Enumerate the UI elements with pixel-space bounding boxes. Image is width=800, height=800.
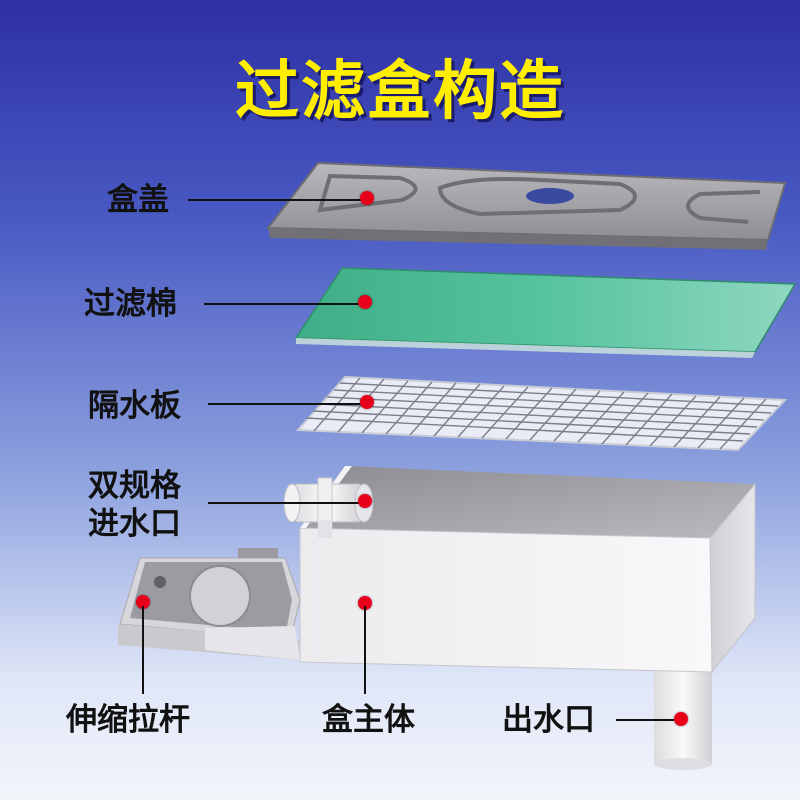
label-filter-cotton: 过滤棉 bbox=[84, 286, 177, 322]
marker-dot-outlet bbox=[674, 712, 688, 726]
leader-line-inlet bbox=[208, 502, 368, 504]
label-inlet-line2: 进水口 bbox=[88, 506, 181, 542]
pull-rod-part bbox=[118, 548, 301, 660]
label-inlet-line1: 双规格 bbox=[88, 468, 181, 504]
label-pull-rod: 伸缩拉杆 bbox=[66, 702, 190, 738]
main-body-part bbox=[299, 466, 756, 674]
marker-dot-inlet bbox=[358, 494, 372, 508]
marker-dot-filter-cotton bbox=[358, 295, 372, 309]
water-plate-part bbox=[295, 375, 788, 452]
marker-dot-main-body bbox=[358, 596, 372, 610]
label-outlet: 出水口 bbox=[502, 702, 595, 738]
diagram-title: 过滤盒构造 bbox=[235, 55, 565, 129]
lid-part bbox=[266, 161, 787, 250]
leader-line-lid bbox=[188, 199, 368, 201]
leader-line-outlet bbox=[616, 719, 674, 721]
marker-dot-water-plate bbox=[360, 395, 374, 409]
label-water-plate: 隔水板 bbox=[88, 388, 181, 424]
marker-dot-pull-rod bbox=[136, 595, 150, 609]
marker-dot-lid bbox=[360, 191, 374, 205]
leader-line-pull-rod bbox=[142, 606, 144, 694]
leader-line-filter-cotton bbox=[204, 303, 366, 305]
label-main-body: 盒主体 bbox=[322, 702, 415, 738]
leader-line-main-body bbox=[364, 606, 366, 694]
filter-cotton-part bbox=[294, 267, 797, 358]
label-lid: 盒盖 bbox=[107, 182, 169, 218]
leader-line-water-plate bbox=[208, 403, 368, 405]
